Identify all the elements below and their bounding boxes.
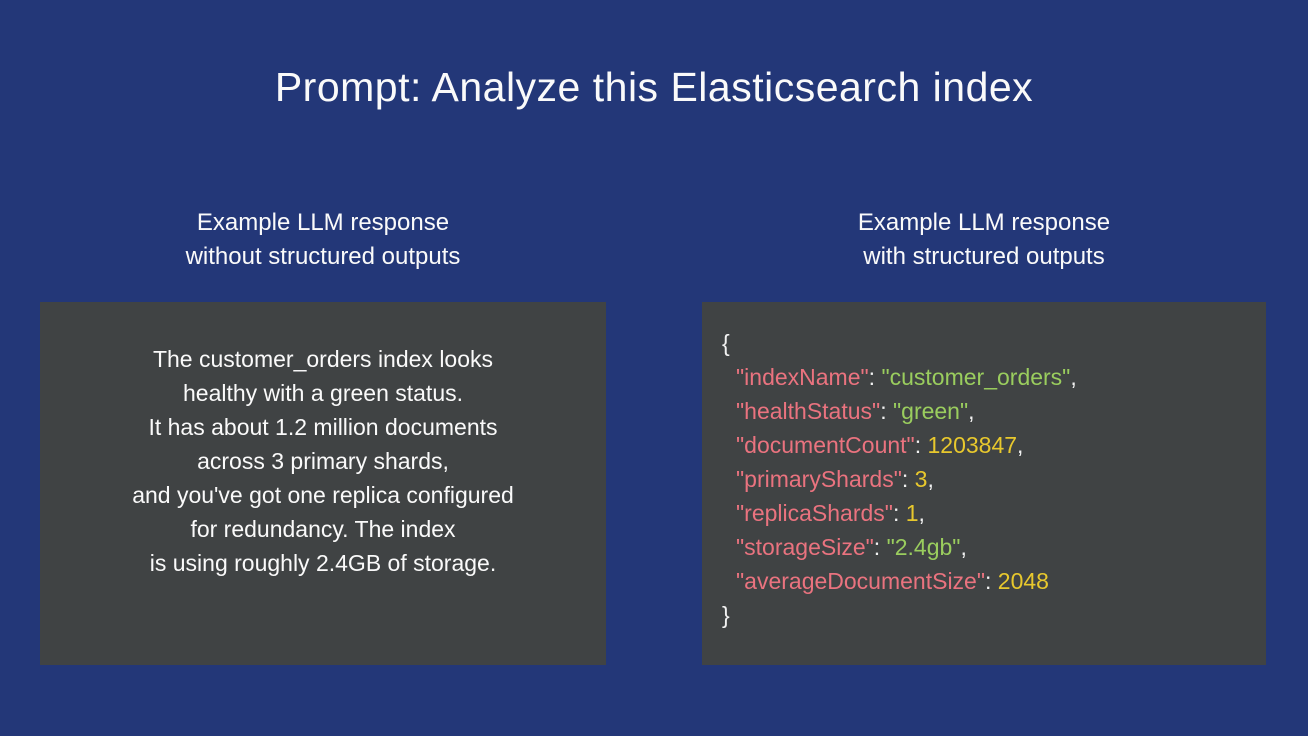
code-line-documentCount: "documentCount": 1203847, <box>722 428 1256 462</box>
left-column-header-line2: without structured outputs <box>185 243 461 270</box>
left-column-header-line1: Example LLM response <box>196 209 450 236</box>
response-line: is using roughly 2.4GB of storage. <box>149 550 497 576</box>
response-line: for redundancy. The index <box>190 516 456 542</box>
json-colon: : <box>880 398 893 424</box>
response-line: and you've got one replica configured <box>132 482 514 508</box>
structured-response-panel: { "indexName": "customer_orders", "healt… <box>702 302 1266 665</box>
json-comma: , <box>927 466 934 492</box>
json-value: 1203847 <box>927 432 1018 458</box>
right-column-header-line2: with structured outputs <box>863 243 1105 270</box>
code-line-open-brace: { <box>722 326 1256 360</box>
open-brace: { <box>722 330 730 356</box>
json-value: 2048 <box>997 568 1049 594</box>
code-line-replicaShards: "replicaShards": 1, <box>722 496 1256 530</box>
json-colon: : <box>914 432 928 458</box>
json-key: "indexName" <box>736 364 869 390</box>
json-comma: , <box>918 500 925 526</box>
json-comma: , <box>968 398 975 424</box>
right-column-header: Example LLM response with structured out… <box>702 206 1266 274</box>
json-colon: : <box>873 534 887 560</box>
response-line: across 3 primary shards, <box>197 448 449 474</box>
slide-title: Prompt: Analyze this Elasticsearch index <box>274 64 1034 110</box>
json-key: "averageDocumentSize" <box>736 568 986 594</box>
json-value: "customer_orders" <box>881 364 1071 390</box>
json-key: "replicaShards" <box>736 500 893 526</box>
json-value: 3 <box>914 466 928 492</box>
code-line-close-brace: } <box>722 598 1256 632</box>
left-column-header: Example LLM response without structured … <box>40 206 606 274</box>
response-line: The customer_orders index looks <box>152 346 494 372</box>
json-value: "green" <box>892 398 969 424</box>
json-comma: , <box>960 534 967 560</box>
unstructured-response-panel: The customer_orders index looks healthy … <box>40 302 606 665</box>
code-line-averageDocumentSize: "averageDocumentSize": 2048 <box>722 564 1256 598</box>
json-value: 1 <box>905 500 919 526</box>
json-comma: , <box>1017 432 1024 458</box>
json-value: "2.4gb" <box>886 534 961 560</box>
json-key: "documentCount" <box>736 432 915 458</box>
right-column-header-line1: Example LLM response <box>857 209 1111 236</box>
close-brace: } <box>722 602 730 628</box>
code-line-healthStatus: "healthStatus": "green", <box>722 394 1256 428</box>
json-colon: : <box>985 568 998 594</box>
response-line: healthy with a green status. <box>183 380 463 406</box>
json-key: "storageSize" <box>736 534 874 560</box>
response-line: It has about 1.2 million documents <box>148 414 498 440</box>
code-line-primaryShards: "primaryShards": 3, <box>722 462 1256 496</box>
json-key: "healthStatus" <box>736 398 881 424</box>
json-key: "primaryShards" <box>736 466 902 492</box>
json-colon: : <box>892 500 906 526</box>
code-line-storageSize: "storageSize": "2.4gb", <box>722 530 1256 564</box>
json-colon: : <box>901 466 915 492</box>
code-line-indexName: "indexName": "customer_orders", <box>722 360 1256 394</box>
json-comma: , <box>1070 364 1077 390</box>
json-colon: : <box>868 364 882 390</box>
